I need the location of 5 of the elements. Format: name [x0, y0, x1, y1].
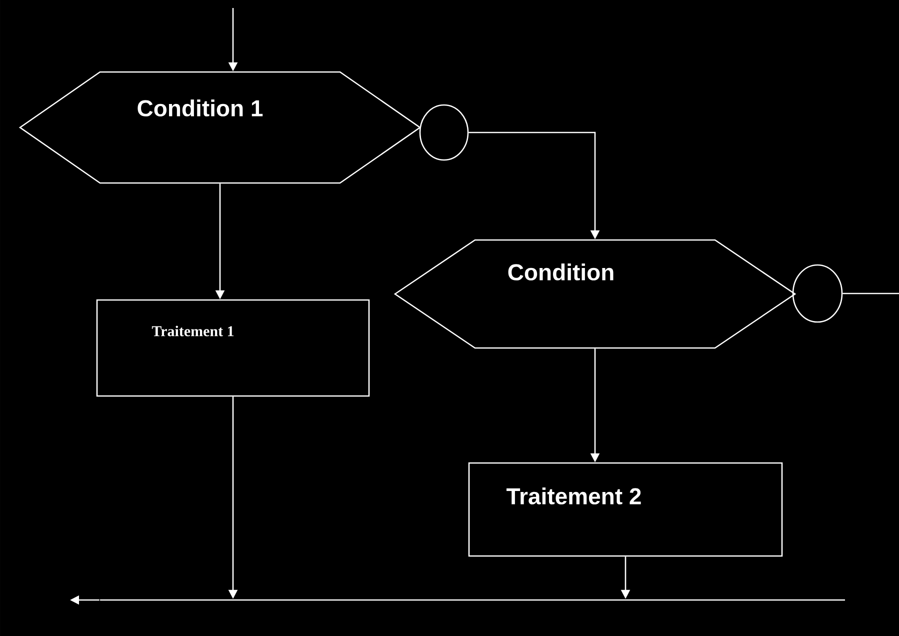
connector-circle	[419, 104, 469, 161]
process-box: Traitement 2	[468, 462, 783, 557]
merge-line	[100, 599, 845, 601]
connector-circle	[792, 264, 843, 323]
process-box: Traitement 1	[96, 299, 370, 397]
